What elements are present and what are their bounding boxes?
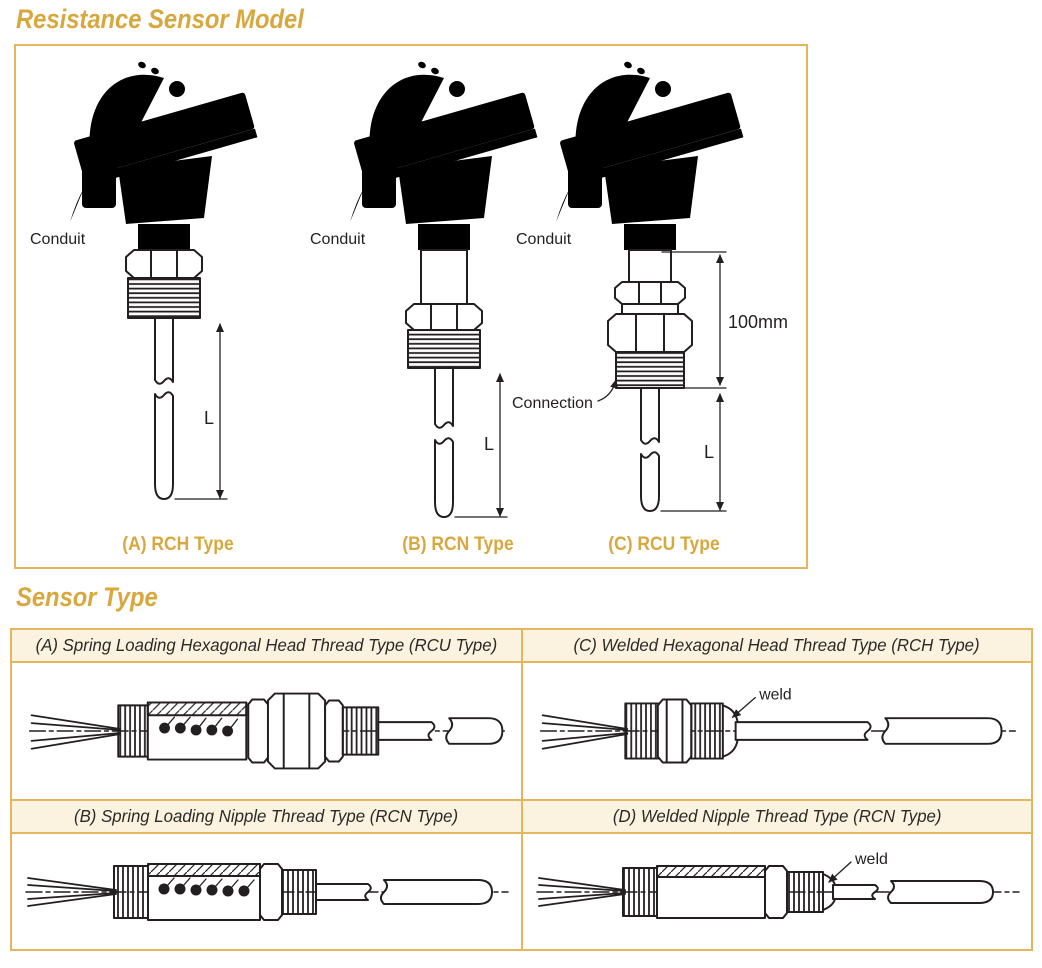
spring-loading-nipple-diagram xyxy=(25,862,509,921)
diagram-cell-c: weld xyxy=(520,663,1031,799)
header-cell-b: (B) Spring Loading Nipple Thread Type (R… xyxy=(12,801,521,832)
length-dim-label: L xyxy=(484,434,494,454)
caption-rch-type: (A) RCH Type xyxy=(122,534,234,555)
diagram-cell-d: weld xyxy=(520,834,1031,949)
header-label: (C) Welded Hexagonal Head Thread Type (R… xyxy=(573,635,980,655)
caption-rcu-type: (C) RCU Type xyxy=(608,534,720,555)
diagram-cell-a xyxy=(12,663,521,799)
header-cell-d: (D) Welded Nipple Thread Type (RCN Type) xyxy=(520,801,1031,832)
rch-type-drawing: Conduit L xyxy=(30,60,258,500)
spacing-dim-label: 100mm xyxy=(728,312,788,332)
sensor-type-section-title: Sensor Type xyxy=(16,582,158,612)
weld-label: weld xyxy=(854,851,888,868)
header-label: (B) Spring Loading Nipple Thread Type (R… xyxy=(74,806,459,826)
spring-loading-hex-head-diagram xyxy=(29,692,506,770)
resistance-models-panel: Conduit L Conduit L Conduit xyxy=(14,44,808,569)
conduit-label: Conduit xyxy=(516,231,572,248)
connection-label: Connection xyxy=(512,395,593,412)
rcu-type-drawing: Conduit 100mm Connection L xyxy=(512,60,788,512)
caption-rcn-type: (B) RCN Type xyxy=(402,534,514,555)
length-dim-label: L xyxy=(704,442,714,462)
welded-nipple-diagram: weld xyxy=(536,851,1020,919)
resistance-section-title: Resistance Sensor Model xyxy=(16,4,304,34)
header-cell-c: (C) Welded Hexagonal Head Thread Type (R… xyxy=(520,630,1031,661)
diagram-cell-b xyxy=(12,834,521,949)
table-body-row: weld xyxy=(12,834,1031,949)
header-label: (D) Welded Nipple Thread Type (RCN Type) xyxy=(612,806,942,826)
length-dim-label: L xyxy=(204,408,214,428)
conduit-label: Conduit xyxy=(310,231,366,248)
table-header-row: (B) Spring Loading Nipple Thread Type (R… xyxy=(12,799,1031,834)
sensor-type-table: (A) Spring Loading Hexagonal Head Thread… xyxy=(10,628,1033,951)
rcn-type-drawing: Conduit L xyxy=(310,60,538,518)
table-body-row: weld xyxy=(12,663,1031,799)
weld-label: weld xyxy=(758,686,791,703)
header-label: (A) Spring Loading Hexagonal Head Thread… xyxy=(35,635,498,655)
conduit-label: Conduit xyxy=(30,231,86,248)
table-header-row: (A) Spring Loading Hexagonal Head Thread… xyxy=(12,630,1031,663)
welded-hex-head-diagram: weld xyxy=(539,686,1016,764)
header-cell-a: (A) Spring Loading Hexagonal Head Thread… xyxy=(12,630,521,661)
